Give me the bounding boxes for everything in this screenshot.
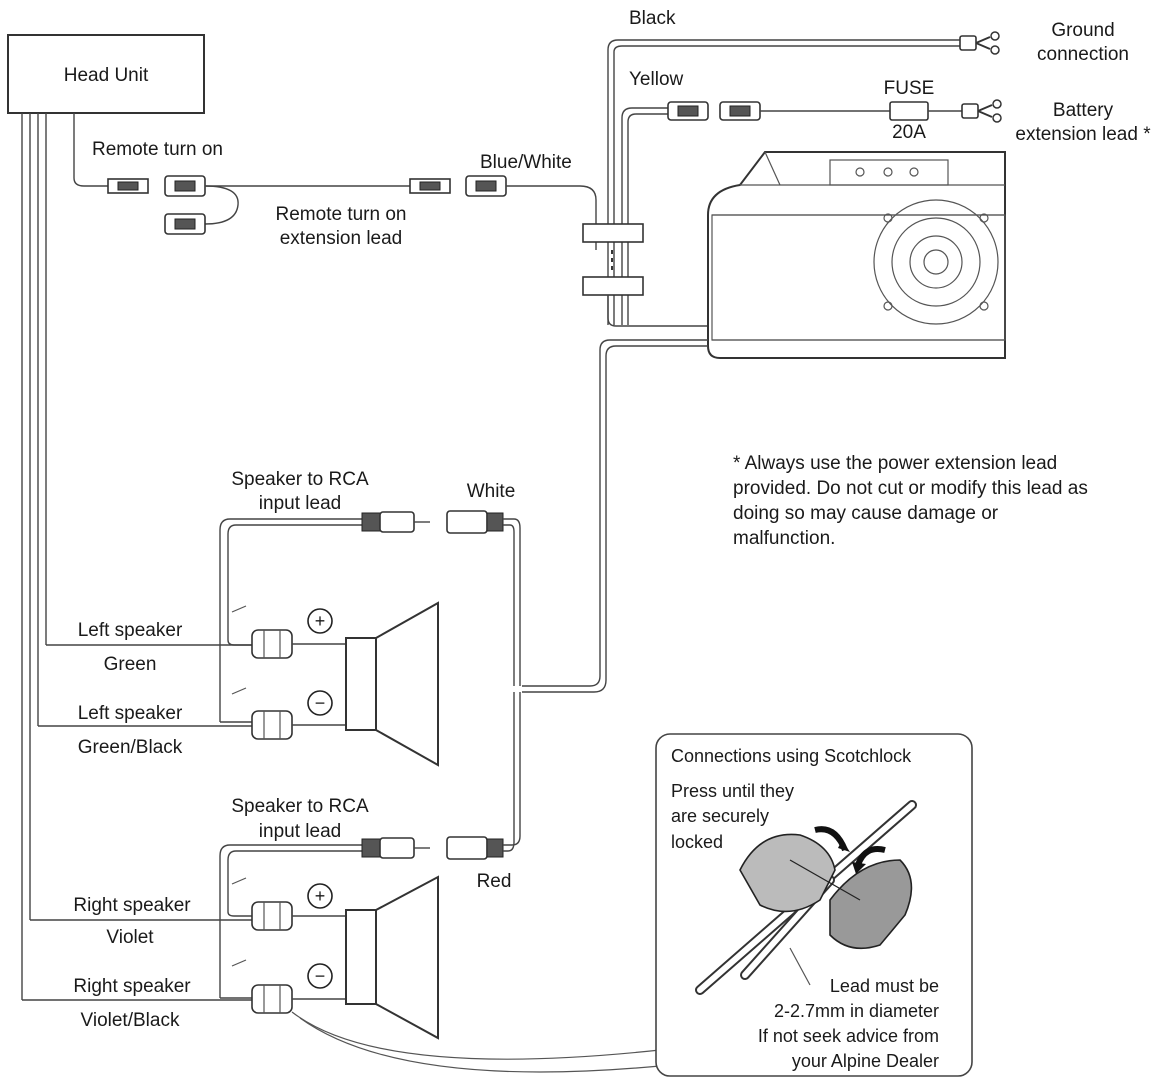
- right-speaker-label-2: Right speaker: [73, 976, 191, 997]
- fuse: [889, 101, 929, 121]
- wire-clamp-top: [582, 223, 644, 243]
- blue-white-label: Blue/White: [480, 152, 572, 173]
- rca-top-label-1: Speaker to RCA: [231, 469, 369, 490]
- note-line-3: doing so may cause damage or: [733, 503, 999, 524]
- note-line-4: malfunction.: [733, 528, 835, 549]
- note-line-1: * Always use the power extension lead: [733, 453, 1057, 474]
- rca-bottom-label-2: input lead: [259, 821, 341, 842]
- rca-top-label-2: input lead: [259, 493, 341, 514]
- scotchlock-press-1: Press until they: [671, 781, 794, 801]
- svg-text:+: +: [315, 611, 326, 631]
- svg-text:−: −: [315, 693, 326, 713]
- remote-connector-c: [164, 213, 206, 235]
- wire-clamp-bottom: [582, 276, 644, 296]
- yellow-connector-b: [719, 101, 761, 121]
- left-speaker: [345, 601, 439, 767]
- scotchlock-left-plus: [251, 629, 293, 659]
- yellow-connector-a: [667, 101, 709, 121]
- ground-label-2: connection: [1037, 44, 1129, 65]
- fuse-label: FUSE: [884, 78, 935, 99]
- head-unit: Head Unit: [7, 34, 205, 114]
- note-line-2: provided. Do not cut or modify this lead…: [733, 478, 1088, 499]
- scotchlock-right-plus: [251, 901, 293, 931]
- rca-plug-right: [361, 837, 430, 859]
- remote-connector-a: [107, 178, 149, 194]
- scotchlock-lead-2: 2-2.7mm in diameter: [774, 1001, 939, 1021]
- green-label: Green: [104, 654, 157, 675]
- ground-label-1: Ground: [1051, 20, 1114, 41]
- svg-text:+: +: [315, 886, 326, 906]
- violet-label: Violet: [106, 927, 154, 948]
- battery-ring-terminal: [961, 99, 1002, 123]
- scotchlock-press-3: locked: [671, 832, 723, 852]
- red-label: Red: [477, 871, 512, 892]
- scotchlock-left-minus: [251, 710, 293, 740]
- green-black-label: Green/Black: [78, 737, 183, 758]
- subwoofer-unit: [707, 151, 1006, 359]
- scotchlock-press-2: are securely: [671, 806, 769, 826]
- rca-bottom-label-1: Speaker to RCA: [231, 796, 369, 817]
- rca-jack-red: [446, 836, 504, 860]
- svg-text:−: −: [315, 966, 326, 986]
- remote-ext-label-1: Remote turn on: [276, 204, 407, 225]
- left-minus-symbol: −: [307, 690, 333, 716]
- left-speaker-label-1: Left speaker: [78, 620, 183, 641]
- white-label: White: [467, 481, 516, 502]
- left-speaker-label-2: Left speaker: [78, 703, 183, 724]
- right-minus-symbol: −: [307, 963, 333, 989]
- black-label: Black: [629, 8, 676, 29]
- remote-turn-on-label: Remote turn on: [92, 139, 223, 160]
- rca-plug-left: [361, 511, 430, 533]
- remote-ext-label-2: extension lead: [280, 228, 403, 249]
- battery-label-1: Battery: [1053, 100, 1114, 121]
- right-speaker-label-1: Right speaker: [73, 895, 191, 916]
- scotchlock-lead-1: Lead must be: [830, 976, 939, 996]
- right-plus-symbol: +: [307, 883, 333, 909]
- rca-jack-white: [446, 510, 504, 534]
- scotchlock-right-minus: [251, 984, 293, 1014]
- head-unit-trunk-wires: [21, 113, 108, 1000]
- blue-white-connector-b: [465, 175, 507, 197]
- head-unit-label: Head Unit: [64, 65, 149, 86]
- ground-ring-terminal: [959, 31, 1000, 55]
- blue-white-connector-a: [409, 178, 451, 194]
- scotchlock-illustration: [695, 800, 917, 995]
- scotchlock-inset: Connections using Scotchlock Press until…: [655, 733, 973, 1077]
- battery-label-2: extension lead *: [1015, 124, 1151, 145]
- right-speaker: [345, 875, 439, 1040]
- scotchlock-lead-4: your Alpine Dealer: [792, 1051, 939, 1071]
- violet-black-label: Violet/Black: [81, 1010, 180, 1031]
- scotchlock-lead-3: If not seek advice from: [758, 1026, 939, 1046]
- scotchlock-title: Connections using Scotchlock: [671, 746, 912, 766]
- yellow-label: Yellow: [629, 69, 684, 90]
- left-plus-symbol: +: [307, 608, 333, 634]
- remote-connector-b: [164, 175, 206, 197]
- fuse-rating-label: 20A: [892, 122, 926, 143]
